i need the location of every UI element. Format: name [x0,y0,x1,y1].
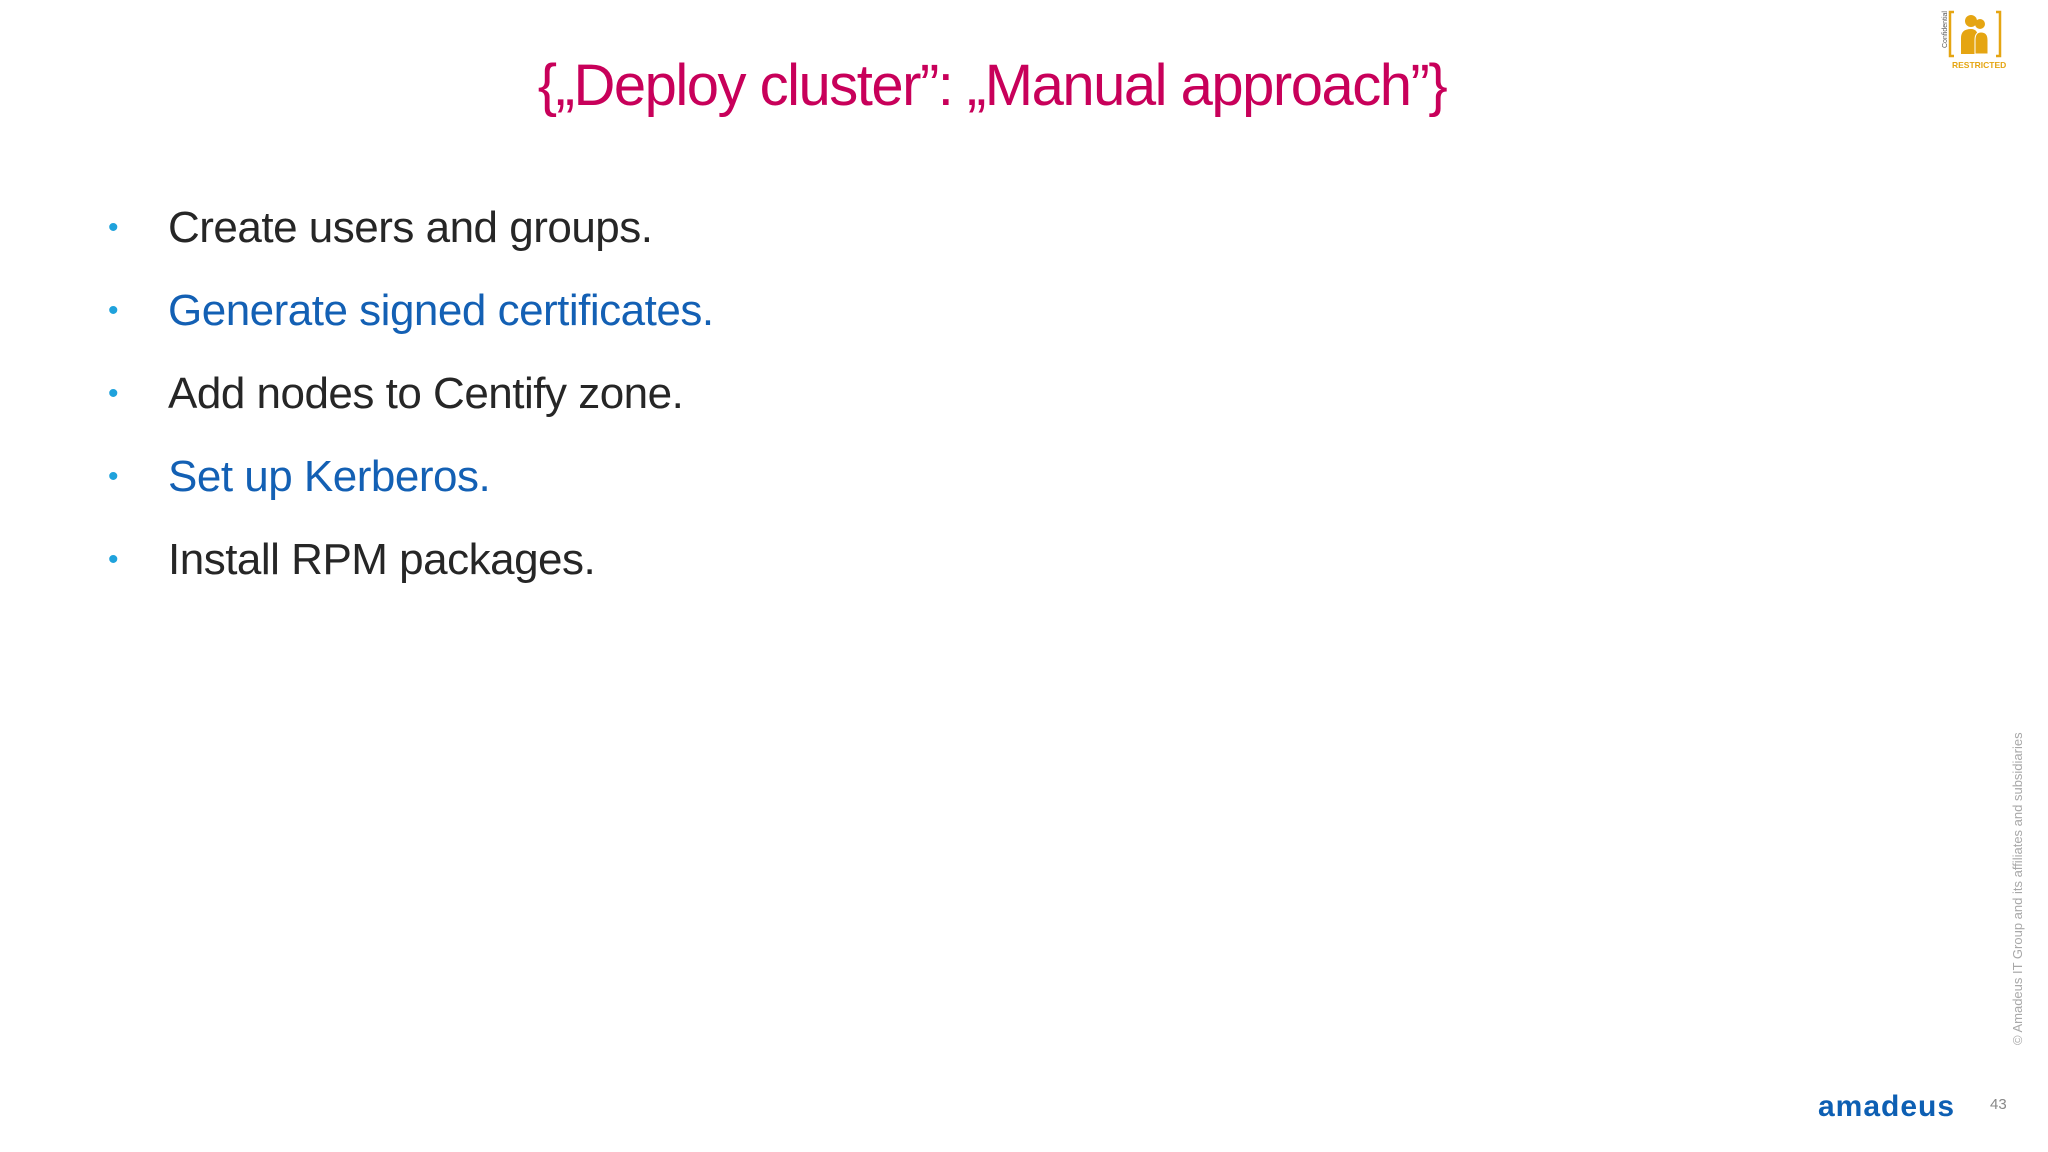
bullet-text: Set up Kerberos. [168,451,491,501]
bullet-list: • Create users and groups. • Generate sign… [104,186,714,601]
svg-text:RESTRICTED: RESTRICTED [1952,60,2006,70]
bullet-item: • Create users and groups. [104,186,714,269]
bullet-item: • Install RPM packages. [104,518,714,601]
slide-title: {„Deploy cluster”: „Manual approach”} [537,53,1448,118]
bullet-text: Generate signed certificates. [168,285,714,335]
bullet-text: Create users and groups. [168,202,653,252]
bullet-item: • Generate signed certificates. [104,269,714,352]
bullet-icon: • [108,542,119,576]
bullet-text: Install RPM packages. [168,534,596,584]
bullet-icon: • [108,376,119,410]
bullet-item: • Add nodes to Centify zone. [104,352,714,435]
bullet-text: Add nodes to Centify zone. [168,368,684,418]
bullet-item: • Set up Kerberos. [104,435,714,518]
bullet-icon: • [108,459,119,493]
page-number: 43 [1990,1096,2007,1113]
bullet-icon: • [108,293,119,327]
amadeus-logo: amadeus [1818,1090,1956,1123]
bullet-icon: • [108,210,119,244]
confidential-restricted-badge-icon: Confidential RESTRICTED [1942,11,2006,70]
svg-text:Confidential: Confidential [1942,11,1949,48]
copyright-text: © Amadeus IT Group and its affiliates an… [2010,732,2025,1045]
